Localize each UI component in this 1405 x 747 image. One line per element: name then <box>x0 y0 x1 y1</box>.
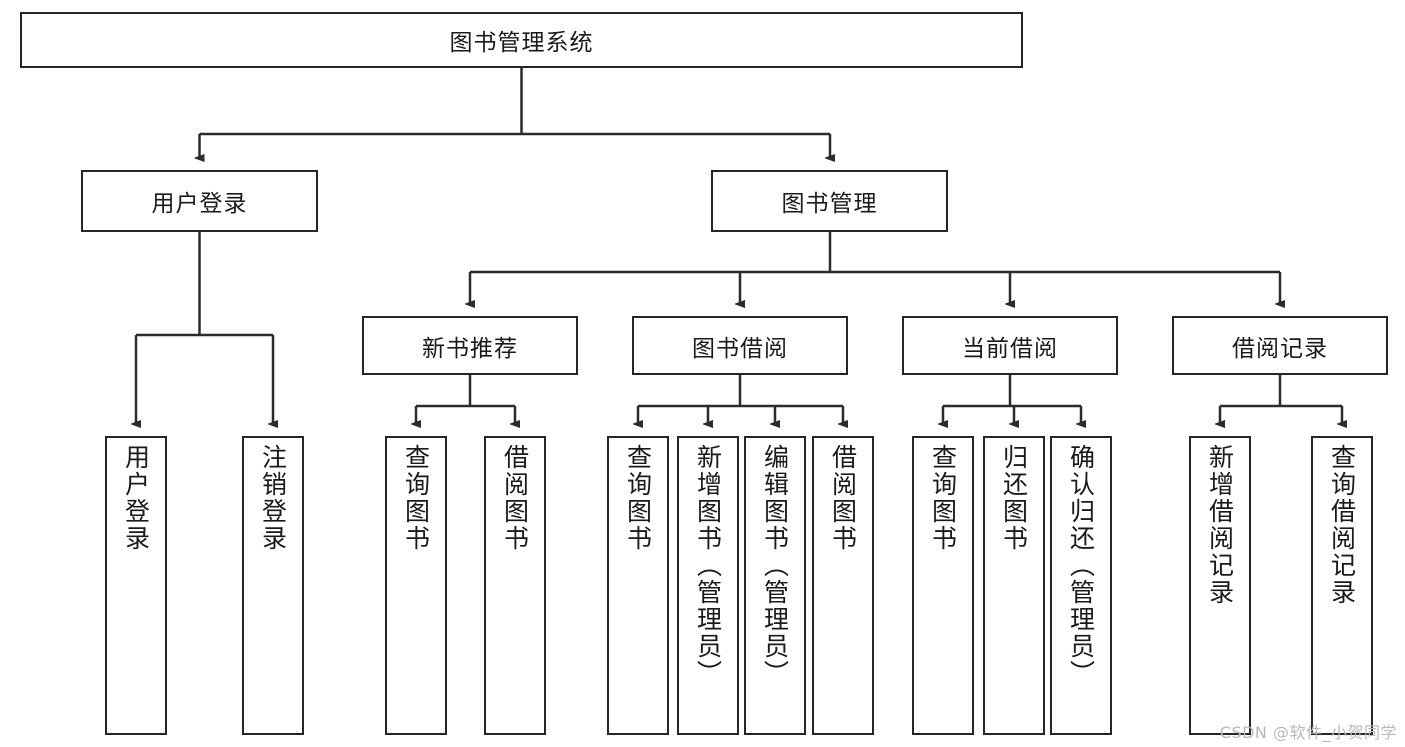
node-user-login-module[interactable]: 用户登录 <box>81 170 318 232</box>
leaf-borrow-query-book-label: 查询图书 <box>623 444 653 552</box>
leaf-record-add[interactable]: 新增借阅记录 <box>1189 436 1251 735</box>
leaf-current-return-book-label: 归还图书 <box>999 444 1029 552</box>
node-new-book-recommend-label: 新书推荐 <box>422 335 518 362</box>
leaf-new-borrow-book[interactable]: 借阅图书 <box>484 436 546 735</box>
node-user-login-module-label: 用户登录 <box>151 191 248 217</box>
leaf-current-return-book[interactable]: 归还图书 <box>983 436 1045 735</box>
leaf-user-logout[interactable]: 注销登录 <box>242 436 304 735</box>
leaf-record-query-label: 查询借阅记录 <box>1327 444 1357 606</box>
leaf-new-query-book-label: 查询图书 <box>401 444 431 552</box>
leaf-new-query-book[interactable]: 查询图书 <box>385 436 447 735</box>
leaf-borrow-edit-book-label: 编辑图书（管理员） <box>760 444 790 687</box>
leaf-borrow-add-book[interactable]: 新增图书（管理员） <box>677 436 739 735</box>
leaf-record-query[interactable]: 查询借阅记录 <box>1311 436 1373 735</box>
node-book-management-module-label: 图书管理 <box>781 191 878 217</box>
leaf-borrow-borrow-book-label: 借阅图书 <box>828 444 858 552</box>
leaf-new-borrow-book-label: 借阅图书 <box>500 444 530 552</box>
node-borrow-record[interactable]: 借阅记录 <box>1172 316 1388 375</box>
node-root-label: 图书管理系统 <box>449 30 594 56</box>
leaf-current-confirm-return[interactable]: 确认归还（管理员） <box>1050 436 1112 735</box>
node-borrow-record-label: 借阅记录 <box>1232 335 1328 362</box>
node-current-borrow-label: 当前借阅 <box>962 335 1058 362</box>
leaf-user-logout-label: 注销登录 <box>258 444 288 552</box>
node-new-book-recommend[interactable]: 新书推荐 <box>362 316 578 375</box>
node-book-borrow-label: 图书借阅 <box>692 335 788 362</box>
leaf-borrow-borrow-book[interactable]: 借阅图书 <box>812 436 874 735</box>
leaf-current-confirm-return-label: 确认归还（管理员） <box>1066 444 1096 687</box>
leaf-borrow-edit-book[interactable]: 编辑图书（管理员） <box>744 436 806 735</box>
node-book-borrow[interactable]: 图书借阅 <box>632 316 848 375</box>
node-book-management-module[interactable]: 图书管理 <box>711 170 948 232</box>
leaf-borrow-add-book-label: 新增图书（管理员） <box>693 444 723 687</box>
leaf-current-query-book-label: 查询图书 <box>928 444 958 552</box>
leaf-user-login[interactable]: 用户登录 <box>105 436 167 735</box>
node-current-borrow[interactable]: 当前借阅 <box>902 316 1118 375</box>
leaf-user-login-label: 用户登录 <box>121 444 151 552</box>
leaf-current-query-book[interactable]: 查询图书 <box>912 436 974 735</box>
node-root[interactable]: 图书管理系统 <box>20 12 1023 68</box>
leaf-record-add-label: 新增借阅记录 <box>1205 444 1235 606</box>
leaf-borrow-query-book[interactable]: 查询图书 <box>607 436 669 735</box>
